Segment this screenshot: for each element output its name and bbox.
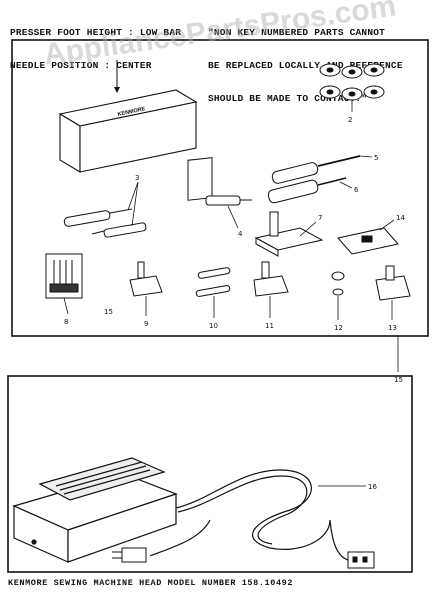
part-number-7: 7 [318, 214, 322, 222]
non-key-note-line-1: "NON KEY NUMBERED PARTS CANNOT [208, 27, 386, 38]
screwdriver-small-icon [267, 177, 347, 204]
part-number-3: 3 [135, 174, 139, 182]
needle-position-line: NEEDLE POSITION : CENTER [10, 60, 152, 71]
power-cord-icon [149, 469, 349, 561]
part-number-11: 11 [265, 322, 274, 330]
part-number-5: 5 [374, 154, 378, 162]
needle-pack-icon [45, 253, 83, 299]
non-key-note-line-3: SHOULD BE MADE TO CONTACT." [208, 93, 368, 104]
presser-foot-note: PRESSER FOOT HEIGHT : LOW BAR NEEDLE POS… [10, 5, 181, 82]
part-number-15: 15 [394, 376, 403, 384]
part-number-14: 14 [396, 214, 405, 222]
foot-control-pedal-icon [12, 457, 178, 563]
part-number-10: 10 [209, 322, 218, 330]
part-number-8: 8 [64, 318, 68, 326]
throat-plate-icon [337, 227, 399, 255]
zipper-foot-icon [254, 211, 324, 257]
part-number-2: 2 [348, 116, 352, 124]
foot-control-panel-frame [7, 375, 413, 573]
part-number-16: 16 [368, 483, 377, 491]
part-number-12: 12 [334, 324, 343, 332]
gauge-tool-icon [187, 157, 252, 206]
part-number-4: 4 [238, 230, 243, 238]
part-number-6: 6 [354, 186, 359, 194]
hemmer-foot-icon [253, 261, 289, 297]
part-number-9: 9 [144, 320, 148, 328]
wall-plug-icon [347, 551, 375, 569]
spool-pins-icon [195, 267, 231, 297]
bobbins-icon [319, 63, 385, 101]
seam-ripper-icon [63, 208, 147, 238]
washers-icon [331, 271, 345, 296]
accessories-panel-frame [11, 39, 429, 337]
buttonhole-foot-icon [375, 265, 411, 301]
presser-foot-icon [129, 261, 163, 297]
part-number-13: 13 [388, 324, 397, 332]
screwdriver-large-icon [271, 155, 361, 184]
leader-arrow-box [114, 87, 120, 93]
accessory-box [58, 89, 198, 173]
part-number-15-inner: 15 [104, 308, 113, 316]
box-brand-label: KENMORE [117, 106, 146, 118]
model-number-caption: KENMORE SEWING MACHINE HEAD MODEL NUMBER… [8, 578, 294, 588]
presser-foot-height-line: PRESSER FOOT HEIGHT : LOW BAR [10, 27, 182, 38]
motor-plug-icon [112, 547, 147, 563]
